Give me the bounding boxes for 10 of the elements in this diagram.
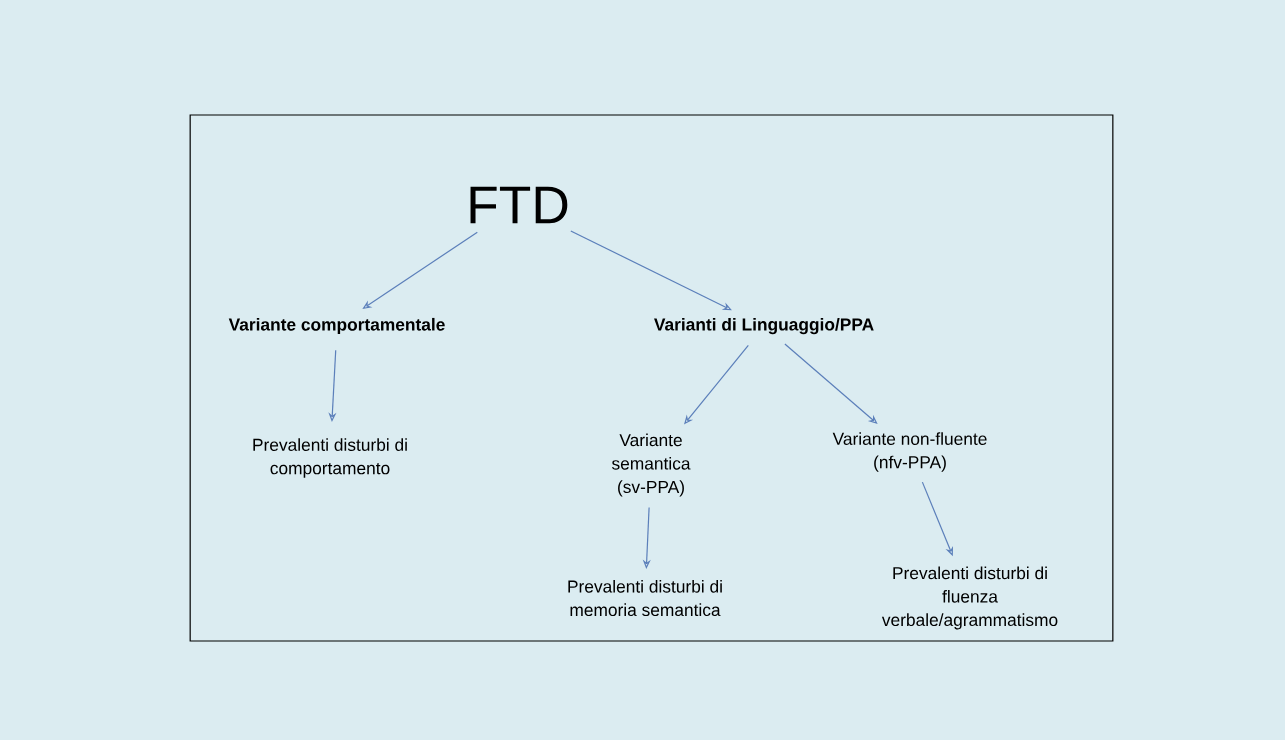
text-label: Variante non-fluente (nfv-PPA) — [832, 432, 987, 472]
text-label: Varianti di Linguaggio/PPA — [654, 317, 874, 335]
text-label: Variante comportamentale — [228, 317, 445, 335]
text-label: Prevalenti disturbi di comportamento — [253, 438, 407, 478]
text-label: Prevalenti disturbi di fluenza verbale/agrammatismo — [881, 566, 1058, 630]
frame-box — [189, 114, 1114, 642]
arrow — [570, 230, 732, 311]
heading: FTD — [470, 186, 568, 224]
text-label: Variante semantica (sv-PPA) — [612, 433, 691, 497]
text-label: Prevalenti disturbi di memoria semantica — [568, 579, 722, 617]
